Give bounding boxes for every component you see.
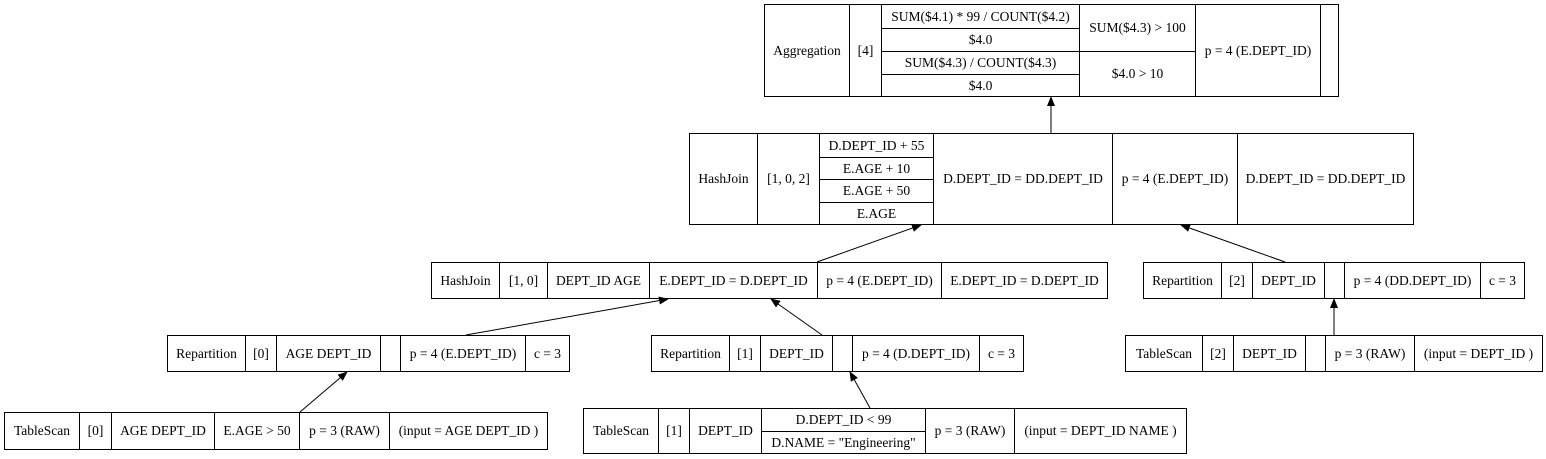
edge-repartition_1-to-hashjoin_mid: [770, 298, 823, 336]
tablescan-0-input: (input = AGE DEPT_ID ): [389, 413, 547, 449]
hashjoin-mid-partition: p = 4 (E.DEPT_ID): [817, 263, 941, 298]
hashjoin-mid-condition: E.DEPT_ID = D.DEPT_ID: [649, 263, 817, 298]
tablescan-2-op: TableScan: [1135, 345, 1193, 361]
node-hashjoin-mid: HashJoin [1, 0] DEPT_ID AGE E.DEPT_ID = …: [431, 262, 1108, 299]
repartition-2-op: Repartition: [1152, 272, 1213, 288]
edge-tablescan_0-to-repartition_0: [299, 371, 348, 413]
repartition-1-count: c = 3: [979, 336, 1023, 371]
repartition-1-op: Repartition: [660, 345, 721, 361]
hashjoin-top-op: HashJoin: [698, 171, 749, 187]
aggregation-ids: [4]: [849, 5, 881, 96]
hashjoin-mid-ids: [1, 0]: [499, 263, 547, 298]
hashjoin-mid-op: HashJoin: [440, 272, 491, 288]
repartition-2-columns: DEPT_ID: [1252, 263, 1324, 298]
node-tablescan-2: TableScan [2] DEPT_ID p = 3 (RAW) (input…: [1125, 335, 1543, 372]
tablescan-1-input: (input = DEPT_ID NAME ): [1014, 409, 1186, 453]
tablescan-0-partition: p = 3 (RAW): [299, 413, 389, 449]
aggregation-expr: $4.0: [882, 28, 1079, 51]
edge-hashjoin_mid-to-hashjoin_top: [816, 224, 922, 263]
tablescan-1-columns: DEPT_ID: [689, 409, 761, 453]
tablescan-1-op: TableScan: [592, 423, 650, 439]
aggregation-extra: [1320, 5, 1338, 96]
tablescan-1-partition: p = 3 (RAW): [925, 409, 1014, 453]
hashjoin-top-partition: p = 4 (E.DEPT_ID): [1112, 134, 1237, 224]
aggregation-having: SUM($4.3) > 100 $4.0 > 10: [1079, 5, 1195, 96]
tablescan-0-op: TableScan: [13, 423, 71, 439]
repartition-0-op: Repartition: [176, 345, 237, 361]
tablescan-2-partition: p = 3 (RAW): [1325, 336, 1414, 371]
tablescan-2-ids: [2]: [1202, 336, 1233, 371]
tablescan-2-columns: DEPT_ID: [1233, 336, 1305, 371]
repartition-0-count: c = 3: [525, 336, 569, 371]
repartition-0-filter: [380, 336, 400, 371]
node-tablescan-1: TableScan [1] DEPT_ID D.DEPT_ID < 99 D.N…: [583, 408, 1187, 454]
repartition-2-count: c = 3: [1480, 263, 1524, 298]
hashjoin-mid-columns: DEPT_ID AGE: [547, 263, 649, 298]
node-repartition-1: Repartition [1] DEPT_ID p = 4 (D.DEPT_ID…: [651, 335, 1024, 372]
tablescan-1-ids: [1]: [658, 409, 689, 453]
tablescan-2-filter: [1305, 336, 1325, 371]
hashjoin-top-expr: E.AGE + 10: [820, 157, 933, 179]
node-hashjoin-top: HashJoin [1, 0, 2] D.DEPT_ID + 55 E.AGE …: [689, 133, 1414, 225]
edge-repartition_0-to-hashjoin_mid: [465, 296, 669, 336]
repartition-0-ids: [0]: [245, 336, 276, 371]
hashjoin-top-condition: D.DEPT_ID = DD.DEPT_ID: [933, 134, 1112, 224]
aggregation-partition: p = 4 (E.DEPT_ID): [1195, 5, 1320, 96]
repartition-0-columns: AGE DEPT_ID: [276, 336, 380, 371]
aggregation-exprs: SUM($4.1) * 99 / COUNT($4.2) $4.0 SUM($4…: [881, 5, 1079, 96]
tablescan-0-ids: [0]: [79, 413, 111, 449]
aggregation-expr: $4.0: [882, 74, 1079, 96]
hashjoin-top-condition2: D.DEPT_ID = DD.DEPT_ID: [1237, 134, 1413, 224]
node-repartition-0: Repartition [0] AGE DEPT_ID p = 4 (E.DEP…: [167, 335, 570, 372]
aggregation-op: Aggregation: [773, 42, 841, 58]
repartition-1-partition: p = 4 (D.DEPT_ID): [852, 336, 979, 371]
hashjoin-mid-condition2: E.DEPT_ID = D.DEPT_ID: [941, 263, 1107, 298]
repartition-1-filter: [832, 336, 852, 371]
aggregation-expr: SUM($4.3) / COUNT($4.3): [882, 51, 1079, 74]
tablescan-0-columns: AGE DEPT_ID: [111, 413, 214, 449]
hashjoin-top-ids: [1, 0, 2]: [757, 134, 819, 224]
hashjoin-top-expr: E.AGE: [820, 202, 933, 224]
aggregation-having-cond: SUM($4.3) > 100: [1089, 20, 1186, 36]
repartition-2-filter: [1324, 263, 1344, 298]
node-tablescan-0: TableScan [0] AGE DEPT_ID E.AGE > 50 p =…: [4, 412, 548, 450]
tablescan-2-input: (input = DEPT_ID ): [1414, 336, 1542, 371]
repartition-2-partition: p = 4 (DD.DEPT_ID): [1344, 263, 1480, 298]
tablescan-0-filter: E.AGE > 50: [214, 413, 299, 449]
hashjoin-top-expr: D.DEPT_ID + 55: [828, 137, 925, 153]
aggregation-expr: SUM($4.1) * 99 / COUNT($4.2): [891, 8, 1070, 24]
edge-tablescan_1-to-repartition_1: [849, 371, 871, 409]
repartition-0-partition: p = 4 (E.DEPT_ID): [400, 336, 525, 371]
tablescan-1-filter: D.NAME = "Engineering": [762, 431, 925, 453]
repartition-2-ids: [2]: [1221, 263, 1252, 298]
tablescan-1-filter: D.DEPT_ID < 99: [795, 412, 892, 428]
tablescan-1-filters: D.DEPT_ID < 99 D.NAME = "Engineering": [761, 409, 925, 453]
repartition-1-columns: DEPT_ID: [760, 336, 832, 371]
hashjoin-top-expr: E.AGE + 50: [820, 179, 933, 202]
node-aggregation: Aggregation [4] SUM($4.1) * 99 / COUNT($…: [764, 4, 1339, 97]
aggregation-having-cond: $4.0 > 10: [1080, 51, 1195, 96]
repartition-1-ids: [1]: [729, 336, 760, 371]
edge-repartition_2-to-hashjoin_top: [1180, 224, 1286, 263]
hashjoin-top-exprs: D.DEPT_ID + 55 E.AGE + 10 E.AGE + 50 E.A…: [819, 134, 933, 224]
